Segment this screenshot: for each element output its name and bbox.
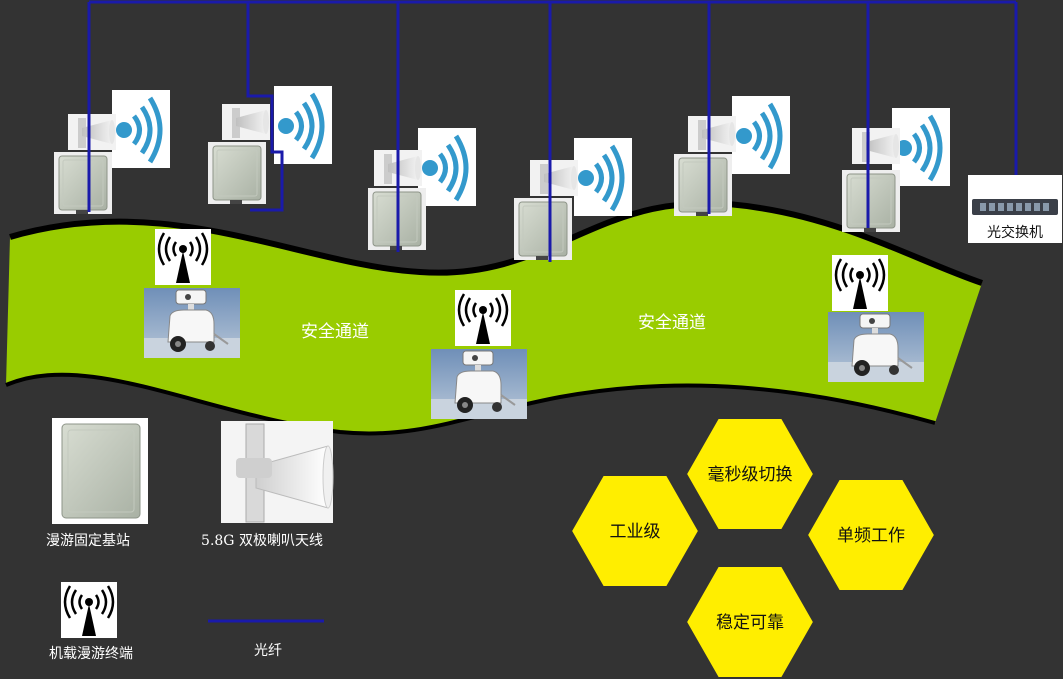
base-station-1: [53, 90, 170, 215]
feature-millisecond-switch: 毫秒级切换: [684, 417, 816, 531]
base-station-6: [841, 108, 950, 233]
feature-single-frequency: 单频工作: [805, 478, 937, 592]
svg-text:单频工作: 单频工作: [837, 526, 905, 546]
svg-text:工业级: 工业级: [610, 522, 661, 542]
feature-reliable: 稳定可靠: [684, 565, 816, 679]
tower-icon: [59, 580, 119, 640]
fiber-network: [87, 0, 1018, 262]
feature-industrial-grade: 工业级: [569, 474, 701, 588]
legend-fiber-label: 光纤: [254, 643, 282, 659]
robot-image: [827, 311, 925, 383]
feature-hexagons: 毫秒级切换 工业级 单频工作 稳定可靠: [569, 417, 937, 679]
tower-icon: [153, 227, 213, 287]
base-station-3: [367, 128, 476, 251]
svg-text:毫秒级切换: 毫秒级切换: [708, 465, 793, 485]
tower-icon: [453, 288, 513, 348]
switch-label: 光交换机: [987, 224, 1043, 241]
robot-image: [430, 348, 528, 420]
base-station-2: [207, 86, 332, 205]
legend-base-station: 漫游固定基站: [46, 418, 148, 549]
channel-bottom-edge: [5, 372, 936, 436]
base-station-5: [673, 96, 790, 217]
legend-base-station-label: 漫游固定基站: [46, 532, 130, 549]
svg-text:稳定可靠: 稳定可靠: [716, 613, 784, 633]
tower-icon: [830, 253, 890, 313]
zone-label-1: 安全通道: [301, 322, 369, 342]
legend-fiber: 光纤: [208, 619, 324, 659]
optical-switch: 光交换机: [968, 175, 1062, 243]
legend: 漫游固定基站 5.8G 双极喇叭天线 机载漫游终端 光纤: [46, 418, 334, 662]
zone-label-2: 安全通道: [638, 313, 706, 333]
legend-terminal-label: 机载漫游终端: [49, 646, 133, 662]
robot-image: [143, 287, 241, 359]
legend-horn-antenna: 5.8G 双极喇叭天线: [201, 421, 334, 549]
legend-vehicle-terminal: 机载漫游终端: [49, 580, 133, 662]
legend-horn-label: 5.8G 双极喇叭天线: [201, 533, 323, 549]
